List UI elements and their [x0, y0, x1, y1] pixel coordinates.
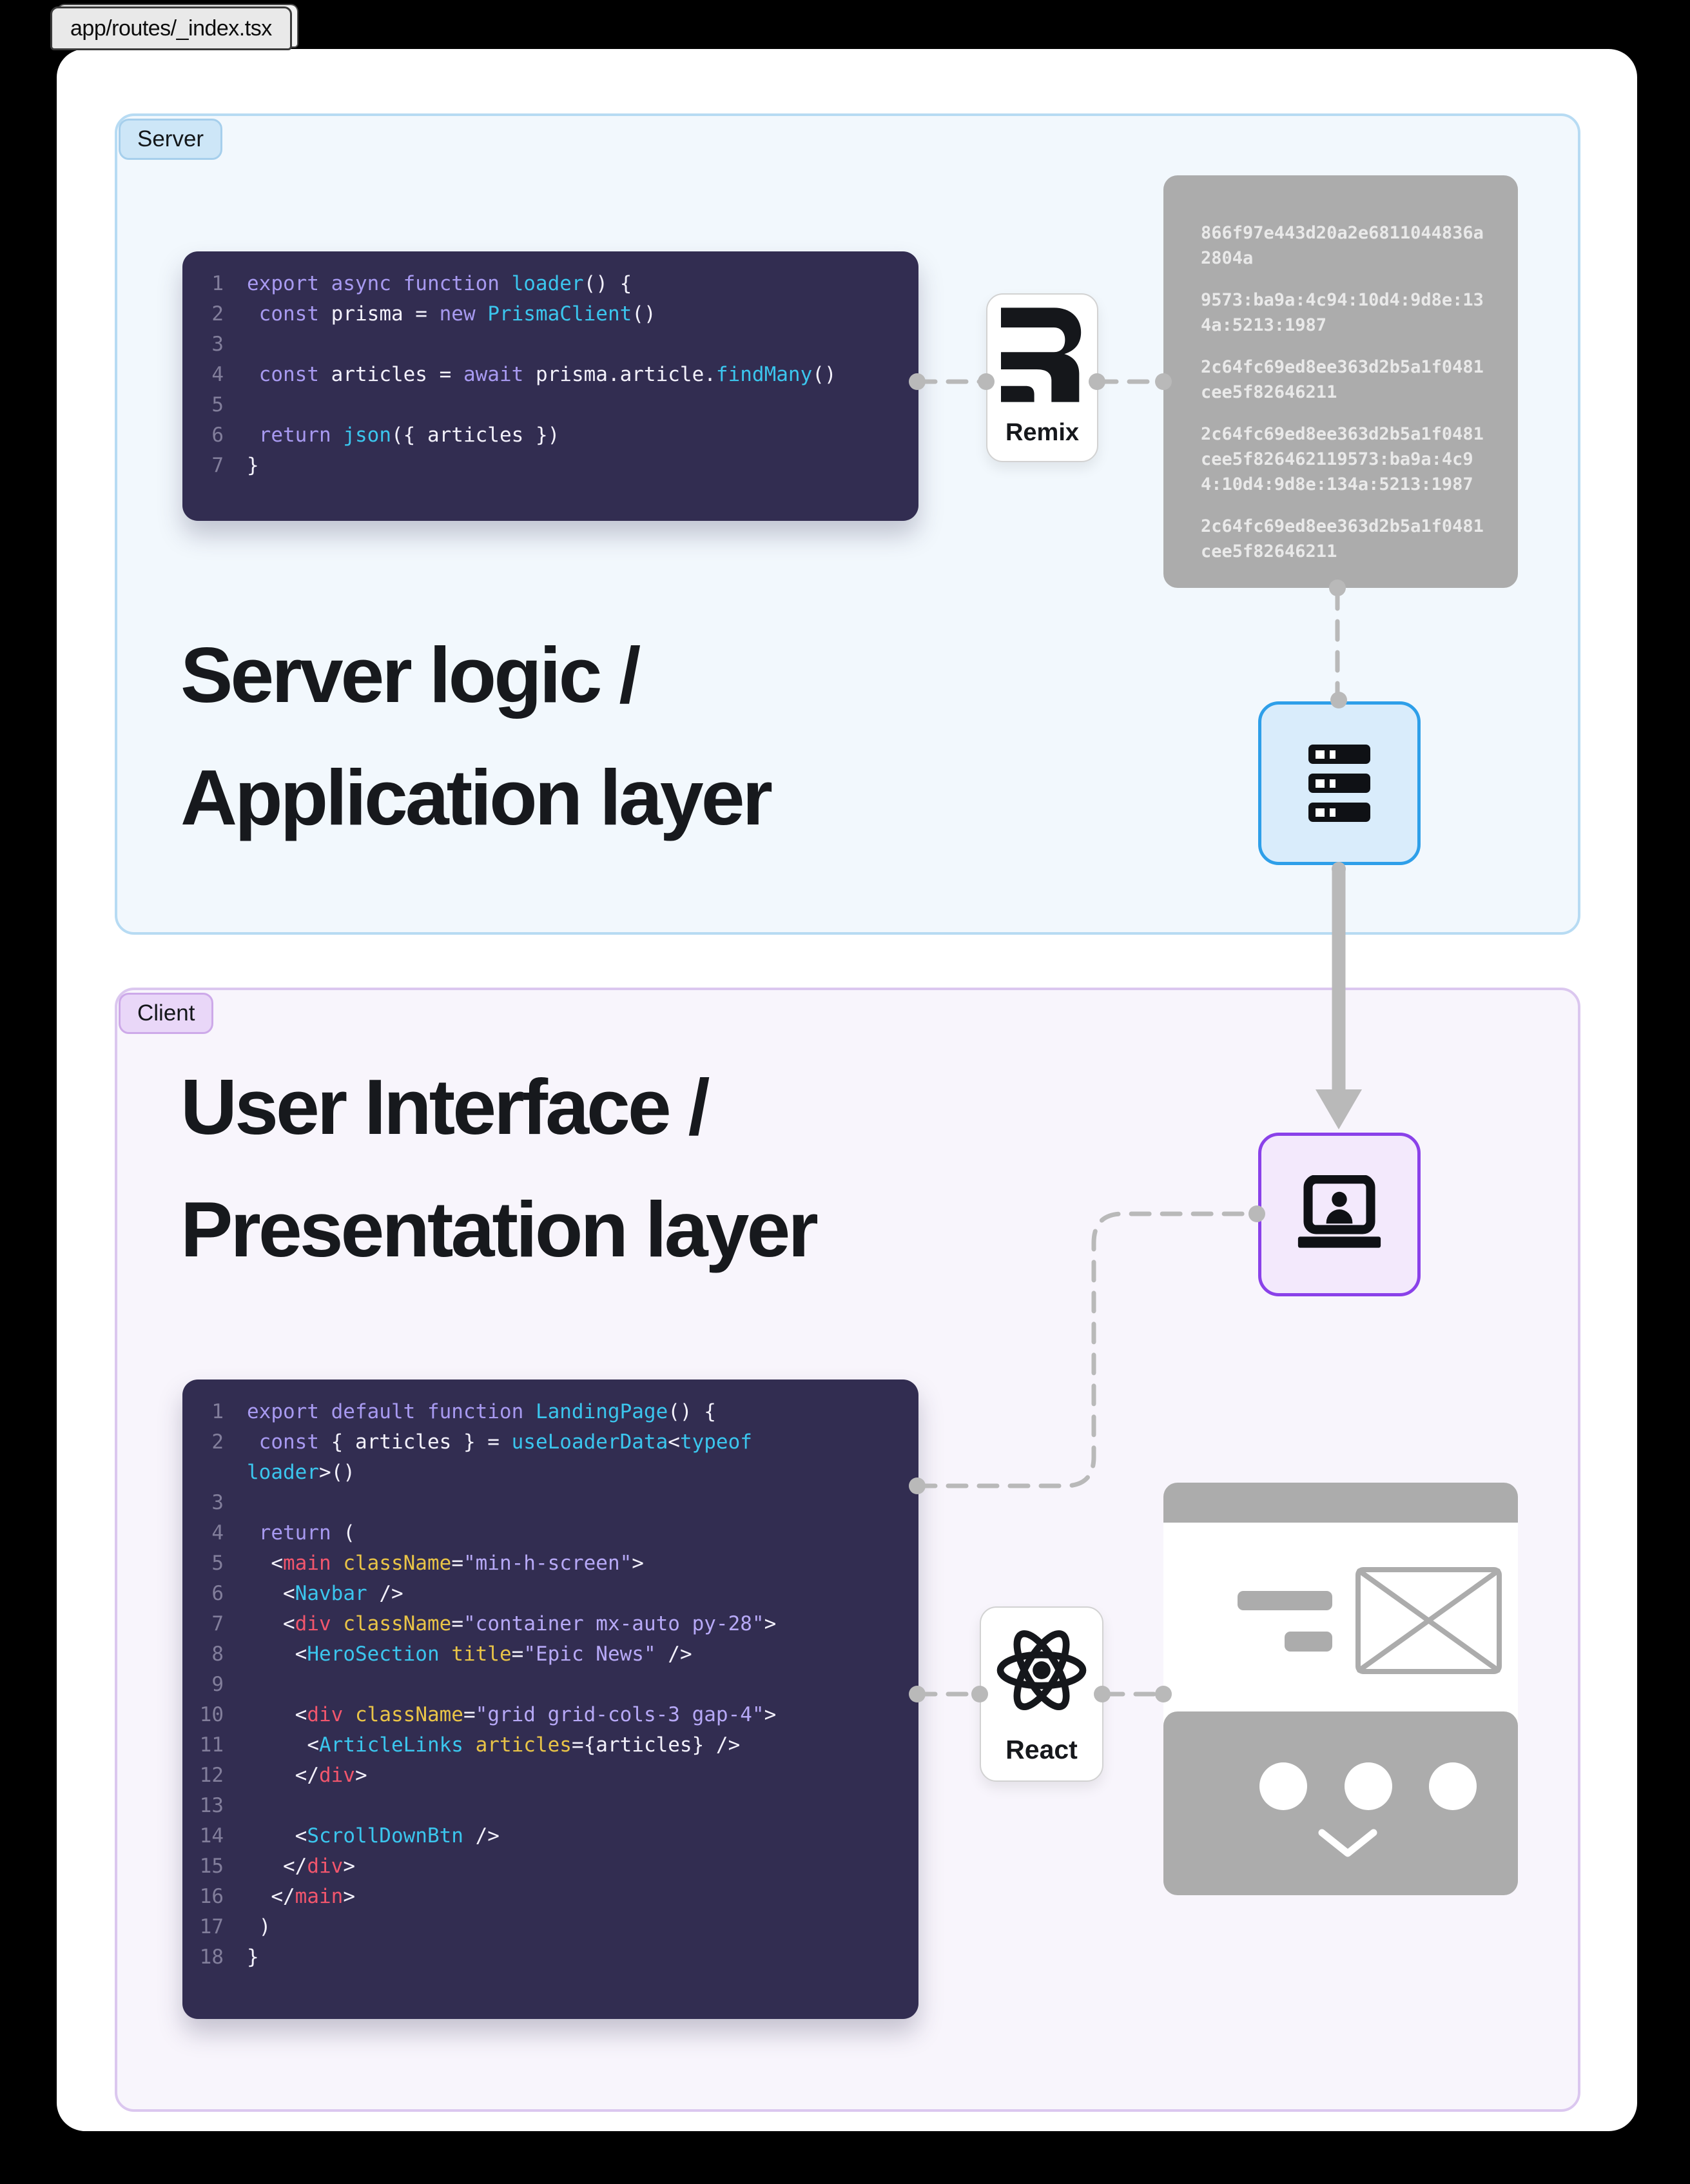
react-logo-icon	[996, 1630, 1087, 1711]
server-badge: Server	[119, 119, 223, 160]
article-dot-placeholder	[1259, 1762, 1307, 1810]
client-heading: User Interface / Presentation layer	[180, 1046, 819, 1291]
client-heading-line1: User Interface /	[180, 1063, 710, 1151]
text-line-placeholder	[1285, 1632, 1332, 1652]
remix-card-label: Remix	[1005, 419, 1080, 446]
react-card-label: React	[1005, 1735, 1078, 1764]
article-dot-placeholder	[1345, 1762, 1392, 1810]
navbar-placeholder	[1163, 1483, 1518, 1523]
article-dot-placeholder	[1429, 1762, 1477, 1810]
laptop-user-icon	[1297, 1175, 1381, 1248]
articles-section-placeholder	[1163, 1711, 1518, 1895]
remix-card: Remix	[986, 293, 1098, 462]
image-placeholder-icon	[1355, 1567, 1502, 1674]
text-line-placeholder	[1238, 1591, 1332, 1610]
react-card: React	[980, 1606, 1103, 1782]
browser-mockup-card	[1163, 1483, 1518, 1895]
remix-logo-icon	[1001, 307, 1082, 402]
client-badge: Client	[119, 993, 214, 1034]
file-tab[interactable]: app/routes/_index.tsx	[50, 6, 292, 50]
server-heading: Server logic / Application layer	[180, 614, 773, 859]
server-stack-icon	[1308, 745, 1370, 822]
client-heading-line2: Presentation layer	[180, 1185, 819, 1273]
file-tab-label: app/routes/_index.tsx	[70, 15, 272, 41]
server-node	[1258, 701, 1421, 865]
server-heading-line2: Application layer	[180, 754, 773, 841]
client-node	[1258, 1133, 1421, 1296]
server-heading-line1: Server logic /	[180, 631, 641, 719]
chevron-down-icon	[1318, 1829, 1377, 1857]
